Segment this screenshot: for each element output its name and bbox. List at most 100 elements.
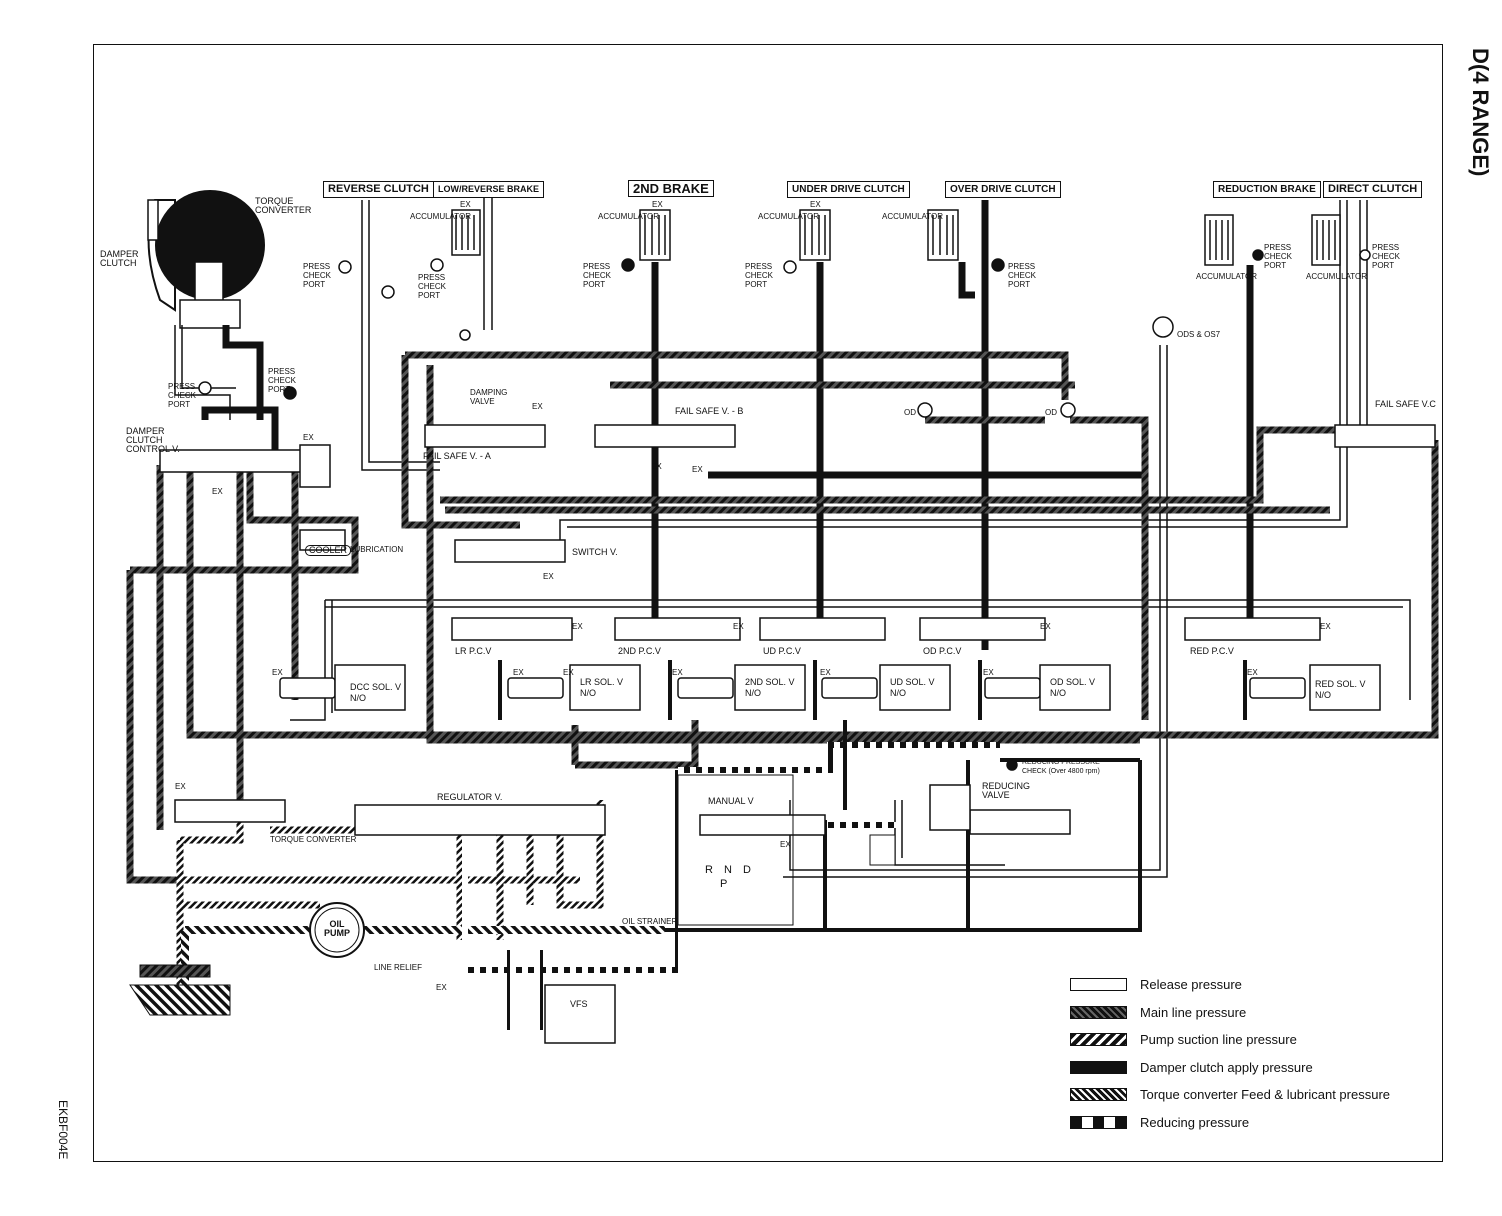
oil-pump-label: OIL PUMP [323, 919, 350, 938]
ex-label-2: EX [212, 487, 223, 496]
red-sol-no-label: N/O [1315, 690, 1332, 700]
lr-pcv-label: LR P.C.V [455, 646, 492, 656]
lr-sol-no-label: N/O [580, 688, 597, 698]
reducing-pressure-port-label: REDUCING PRESSURE CHECK (Over 4800 rpm) [1022, 759, 1100, 775]
ex-label-9: EX [563, 668, 574, 677]
ex-label-12: EX [983, 668, 994, 677]
ex-label-21: EX [460, 200, 471, 209]
fail-safe-b-label: FAIL SAFE V. - B [675, 406, 744, 416]
ex-label-1: EX [303, 433, 314, 442]
vfs-label: VFS [570, 999, 588, 1009]
solenoid-valves [279, 664, 1381, 711]
legend-label: Release pressure [1140, 977, 1242, 992]
ex-label-7: EX [272, 668, 283, 677]
accumulators [451, 209, 1341, 266]
legend-item: Release pressure [1070, 975, 1430, 1003]
damper-clutch-control-label: DAMPER CLUTCH CONTROL V. [126, 426, 180, 454]
ex-label-19: EX [780, 840, 791, 849]
gear-positions-label: R N D [705, 864, 755, 876]
manual-valve-box [677, 774, 896, 926]
diagram-frame [93, 44, 1443, 1162]
red-pcv-label: RED P.C.V [1190, 646, 1234, 656]
lubrication-label: LUBRICATION [350, 545, 404, 554]
accumulator-od-label: ACCUMULATOR [882, 212, 944, 221]
oil-strainer-label: OIL STRAINER [622, 917, 678, 926]
od-switch-label: OD [904, 408, 916, 417]
gear-p-label: P [720, 878, 728, 890]
dcc-sol-label: DCC SOL. V [350, 682, 402, 692]
dcc-sol-no-label: N/O [350, 693, 367, 703]
cooler-label: COOLER [305, 545, 352, 556]
red-sol-label: RED SOL. V [1315, 679, 1366, 689]
accumulator-ud-label: ACCUMULATOR [758, 212, 820, 221]
second-sol-no-label: N/O [745, 688, 762, 698]
accumulator-direct-label: ACCUMULATOR [1306, 272, 1368, 281]
legend-label: Pump suction line pressure [1140, 1032, 1297, 1047]
main-line-lines [126, 351, 1439, 884]
ex-label-3: EX [651, 462, 662, 471]
ex-label-22: EX [652, 200, 663, 209]
regulator-valve-label: REGULATOR V. [437, 792, 503, 802]
press-check-port-tc-label: PRESS CHECK PORT [268, 367, 297, 394]
press-check-port-lr-label: PRESS CHECK PORT [418, 273, 447, 300]
legend-swatch-damper [1070, 1060, 1127, 1074]
ex-label-6: EX [543, 572, 554, 581]
legend-item: Damper clutch apply pressure [1070, 1058, 1430, 1086]
ex-label-13: EX [1247, 668, 1258, 677]
accumulator-label: ACCUMULATOR [410, 212, 472, 221]
ex-label-8: EX [513, 668, 524, 677]
legend-swatch-main [1070, 1005, 1127, 1019]
press-check-port-red-label: PRESS CHECK PORT [1264, 243, 1293, 270]
press-check-port-label: PRESS CHECK PORT [168, 382, 197, 409]
vfs-unit [544, 984, 616, 1044]
check-ports [198, 249, 1371, 771]
ex-label-10: EX [672, 668, 683, 677]
legend: Release pressure Main line pressure Pump… [1070, 975, 1430, 1140]
damper-clutch-label: DAMPER CLUTCH [100, 249, 139, 268]
ex-label-11: EX [820, 668, 831, 677]
legend-item: Torque converter Feed & lubricant pressu… [1070, 1085, 1430, 1113]
od-sol-label: OD SOL. V [1050, 677, 1096, 687]
press-check-port-ud-label: PRESS CHECK PORT [745, 262, 774, 289]
lr-sol-label: LR SOL. V [580, 677, 624, 687]
press-check-port-rev-label: PRESS CHECK PORT [303, 262, 332, 289]
ex-label-20: EX [436, 983, 447, 992]
legend-swatch-release [1070, 978, 1127, 991]
legend-swatch-pump [1070, 1033, 1127, 1046]
legend-item: Main line pressure [1070, 1003, 1430, 1031]
ex-label-17: EX [1320, 622, 1331, 631]
second-pcv-label: 2ND P.C.V [618, 646, 661, 656]
structural-lines [498, 660, 1247, 932]
reverse-clutch-label: REVERSE CLUTCH [323, 181, 434, 198]
legend-label: Reducing pressure [1140, 1114, 1250, 1130]
accumulator-red-label: ACCUMULATOR [1196, 272, 1258, 281]
low-reverse-brake-label: LOW/REVERSE BRAKE [433, 181, 545, 198]
ex-label-18: EX [175, 782, 186, 791]
ud-pcv-label: UD P.C.V [763, 646, 801, 656]
oil-pump [309, 902, 365, 958]
fail-safe-a-label: FAIL SAFE V. - A [423, 451, 491, 461]
ud-sol-label: UD SOL. V [890, 677, 935, 687]
ud-sol-no-label: N/O [890, 688, 907, 698]
od-pcv-label: OD P.C.V [923, 646, 962, 656]
manual-valve-label: MANUAL V [708, 796, 754, 806]
legend-label: Damper clutch apply pressure [1140, 1059, 1313, 1075]
torque-converter-small-label: TORQUE CONVERTER [270, 835, 357, 844]
legend-label: Torque converter Feed & lubricant pressu… [1140, 1087, 1391, 1102]
direct-clutch-label: DIRECT CLUTCH [1323, 181, 1423, 198]
press-check-port-2nd-label: PRESS CHECK PORT [583, 262, 612, 289]
reducing-valve-label: REDUCING VALVE [982, 781, 1031, 800]
underdrive-clutch-label: UNDER DRIVE CLUTCH [787, 181, 910, 198]
legend-swatch-torque [1070, 1088, 1127, 1101]
ex-label-15: EX [733, 622, 744, 631]
press-check-port-od-label: PRESS CHECK PORT [1008, 262, 1037, 289]
ex-label-4: EX [692, 465, 703, 474]
overdrive-clutch-label: OVER DRIVE CLUTCH [945, 181, 1061, 198]
ex-label-23: EX [810, 200, 821, 209]
torque-converter-label: TORQUE CONVERTER [255, 196, 312, 215]
od-sol-no-label: N/O [1050, 688, 1067, 698]
ex-label-5: EX [532, 402, 543, 411]
ods-label: ODS & OS7 [1177, 330, 1221, 339]
press-check-port-direct-label: PRESS CHECK PORT [1372, 243, 1401, 270]
